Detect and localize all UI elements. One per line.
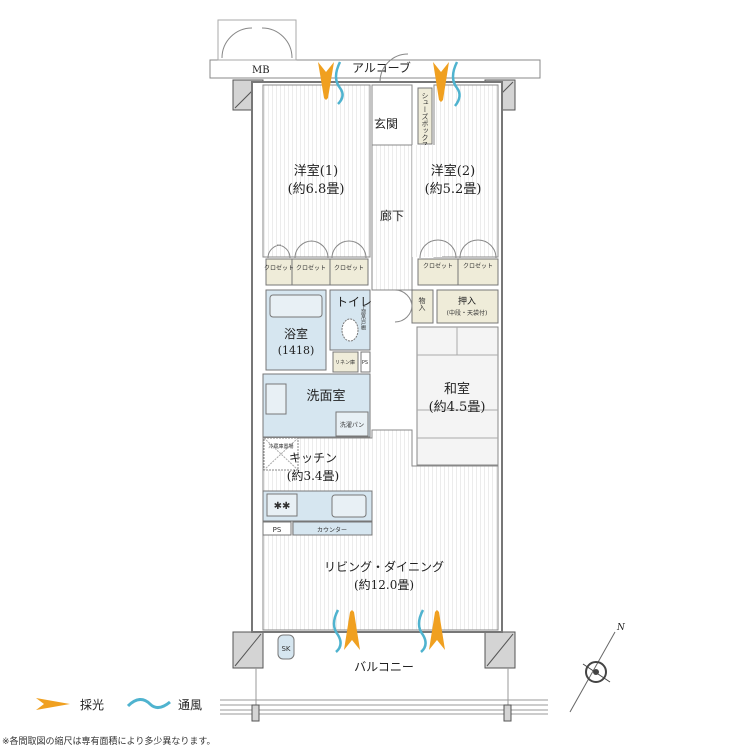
toilet: トイレ 上部吊戸棚	[329, 289, 372, 351]
closet-left-2: クロゼット	[296, 264, 326, 272]
western2-size: (約5.2畳)	[425, 182, 482, 197]
ps2-label: PS	[273, 526, 282, 534]
light-arrow-icon	[433, 62, 449, 102]
wind-icon	[417, 609, 427, 653]
closet-left-1: クロゼット	[264, 264, 294, 272]
western1-name: 洋室(1)	[294, 163, 338, 179]
western2-name: 洋室(2)	[431, 163, 475, 179]
footnote: ※各間取図の縮尺は専有面積により多少異なります。	[2, 735, 215, 747]
washroom: 洗面室 洗濯パン	[262, 373, 371, 438]
closet-right-2: クロゼット	[463, 262, 493, 270]
living-dining: リビング・ダイニング (約12.0畳)	[262, 429, 499, 631]
japanese-size: (約4.5畳)	[429, 400, 486, 415]
room-japanese: 和室 (約4.5畳)	[416, 326, 499, 466]
north-label: N	[616, 623, 626, 633]
light-arrow-icon	[318, 62, 334, 100]
linen-label: リネン庫	[335, 359, 355, 366]
light-arrow-icon	[429, 610, 445, 650]
wind-icon	[332, 609, 342, 653]
fridge-label: 冷蔵庫置場	[268, 443, 293, 450]
closets-right: クロゼット クロゼット	[417, 239, 499, 286]
bath-name: 浴室	[284, 326, 308, 341]
room-western-1: 洋室(1) (約6.8畳)	[262, 84, 371, 258]
room-western-2: 洋室(2) (約5.2畳)	[412, 84, 499, 258]
living-name: リビング・ダイニング	[324, 559, 444, 574]
light-legend-icon	[36, 698, 70, 710]
wind-icon	[334, 61, 344, 105]
stove-icon: ✱✱	[274, 501, 291, 512]
western1-size: (約6.8畳)	[288, 182, 345, 197]
legend-wind: 通風	[178, 698, 202, 712]
laundry-pan-label: 洗濯パン	[340, 421, 364, 429]
bathroom: 浴室 (1418)	[265, 289, 327, 371]
wind-legend-icon	[126, 698, 171, 709]
bath-size: (1418)	[278, 344, 315, 357]
entrance-label: 玄関	[374, 116, 398, 131]
ps1-label: PS	[362, 360, 368, 366]
light-arrow-icon	[344, 610, 360, 650]
kitchen-size: (約3.4畳)	[287, 468, 339, 483]
ventilation-markers	[318, 61, 461, 653]
alcove-label: アルコーブ	[352, 60, 411, 75]
entrance-hallway: 玄関 廊下 シューズボックス	[371, 84, 433, 291]
kitchen-name: キッチン	[289, 451, 337, 465]
closet-left-3: クロゼット	[334, 264, 364, 272]
japanese-name: 和室	[444, 381, 470, 397]
hallway-label: 廊下	[380, 208, 404, 223]
wind-icon	[451, 61, 461, 107]
shoe-box-label: シューズボックス	[421, 92, 429, 148]
legend-light: 採光	[80, 698, 104, 712]
top-area: MB アルコーブ	[209, 19, 541, 83]
storage: 物入 押入 (中段・天袋付)	[394, 289, 499, 324]
living-size: (約12.0畳)	[354, 577, 414, 592]
oshiire-note: (中段・天袋付)	[447, 309, 488, 317]
compass: N	[569, 623, 626, 713]
toilet-cabinet-label: 上部吊戸棚	[360, 304, 366, 331]
storage-label: 物入	[418, 296, 426, 311]
balcony: SK バルコニー	[220, 634, 548, 722]
oshiire-name: 押入	[458, 295, 476, 307]
legend: 採光 通風	[36, 698, 202, 712]
kitchen: 冷蔵庫置場 キッチン (約3.4畳) ✱✱ PS カウンター	[262, 437, 373, 536]
washroom-label: 洗面室	[306, 388, 345, 404]
toilet-label: トイレ	[336, 295, 372, 309]
sk-label: SK	[281, 645, 290, 653]
mb-label: MB	[252, 65, 270, 76]
balcony-label: バルコニー	[354, 660, 414, 674]
closet-right-1: クロゼット	[423, 262, 453, 270]
counter-label: カウンター	[317, 526, 347, 534]
closets-left: クロゼット クロゼット クロゼット	[264, 240, 369, 286]
linen-ps: リネン庫 PS	[332, 351, 371, 373]
